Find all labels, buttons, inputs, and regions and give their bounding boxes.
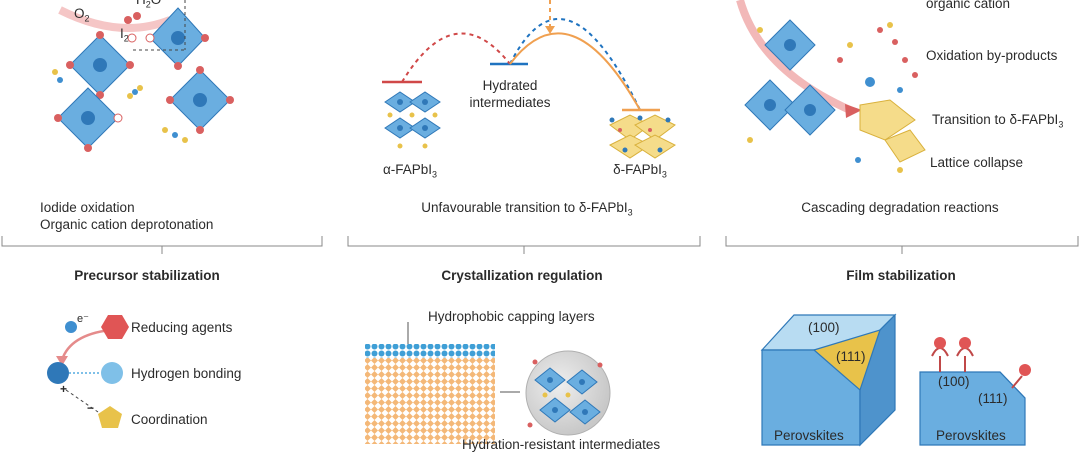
brace-left	[1, 236, 323, 247]
facet-100-label-small: (100)	[938, 374, 970, 389]
coordination-label: Coordination	[131, 412, 208, 427]
i2-label: I2	[120, 26, 129, 44]
octahedron	[54, 87, 123, 152]
precursor-legend	[47, 315, 129, 428]
heading-precursor-stabilization: Precursor stabilization	[74, 268, 220, 283]
electron-dot	[65, 321, 77, 333]
red-dashed-path	[401, 32, 511, 83]
o2-label: O2	[74, 6, 90, 24]
hydrogen-bonding-label: Hydrogen bonding	[131, 366, 242, 381]
capping-layer-illustration	[365, 322, 611, 444]
organic-cation-label: organic cation	[926, 0, 1011, 11]
h2o-label: H2O	[136, 0, 161, 10]
brace-right	[725, 236, 1079, 247]
caption-unfavourable-transition: Unfavourable transition to δ-FAPbI3	[421, 200, 633, 218]
plus-sign: +	[60, 382, 68, 396]
caption-iodide-oxidation: Iodide oxidation	[40, 200, 135, 215]
blue-dashed-path	[509, 18, 641, 111]
hydration-resistant-label: Hydration-resistant intermediates	[462, 437, 661, 452]
facet-111-label-small: (111)	[978, 391, 1008, 406]
hydrophobic-capping-label: Hydrophobic capping layers	[428, 309, 595, 324]
alpha-crystal	[384, 91, 441, 149]
orange-path	[509, 32, 641, 111]
heading-film-stabilization: Film stabilization	[846, 268, 956, 283]
octahedron	[166, 66, 234, 134]
facet-111	[812, 329, 881, 392]
brace-middle	[347, 236, 701, 247]
hydrated-label-line1: Hydrated	[482, 78, 538, 93]
delta-crystal	[608, 114, 677, 159]
caption-cascading-degradation: Cascading degradation reactions	[801, 200, 999, 215]
transition-label: Transition to δ-FAPbI3	[932, 112, 1064, 130]
iodide-oxidation-illustration	[52, 0, 234, 152]
perovskites-label-large: Perovskites	[774, 428, 844, 443]
perovskite-film	[365, 358, 495, 444]
heading-crystallization-regulation: Crystallization regulation	[441, 268, 603, 283]
octahedron	[145, 7, 209, 70]
degradation-illustration	[736, 0, 926, 173]
capping-layer	[365, 344, 495, 358]
circle-icon	[101, 362, 123, 384]
delta-label: δ-FAPbI3	[613, 162, 667, 180]
central-atom	[47, 362, 69, 384]
perovskites-label-small: Perovskites	[936, 428, 1006, 443]
octahedron	[66, 31, 134, 99]
pentagon-icon	[98, 406, 122, 428]
lattice-collapse-label: Lattice collapse	[930, 155, 1024, 170]
reducing-agents-label: Reducing agents	[131, 320, 233, 335]
facet-111-label-large: (111)	[836, 349, 866, 364]
hexagon-icon	[101, 315, 129, 339]
alpha-label: α-FAPbI3	[382, 162, 438, 180]
section-braces	[1, 236, 1079, 254]
caption-cation-deprotonation: Organic cation deprotonation	[40, 217, 214, 232]
hydrated-label-line2: intermediates	[469, 95, 551, 110]
minus-sign: −	[87, 401, 95, 415]
energy-diagram	[382, 0, 677, 159]
film-crystals	[760, 313, 1031, 447]
small-crystal	[919, 371, 1026, 446]
electron-label: e⁻	[77, 313, 89, 325]
facet-100-label-large: (100)	[808, 320, 840, 335]
oxidation-byproducts-label: Oxidation by-products	[926, 48, 1058, 63]
